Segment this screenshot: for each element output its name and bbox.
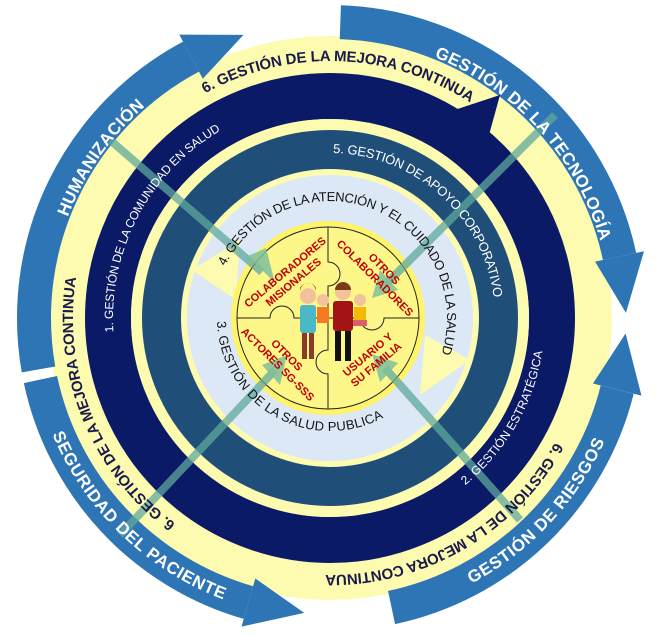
riesgos-band-arrowhead-icon bbox=[592, 333, 642, 396]
steel-blue-ring bbox=[142, 130, 518, 506]
yellow-swirl-left bbox=[192, 240, 240, 300]
diagonal-arrowheads bbox=[248, 248, 398, 385]
navy-ring bbox=[85, 73, 575, 563]
humanizacion-band-arrowhead-icon bbox=[179, 34, 244, 79]
seguridad-band-arrowhead-icon bbox=[241, 578, 305, 627]
arrowhead-bottom-left bbox=[262, 355, 287, 385]
riesgos-band bbox=[387, 385, 634, 625]
tecnologia-band-arrowhead-icon bbox=[595, 251, 644, 313]
family-illustration-icon bbox=[300, 282, 367, 361]
yellow-swirl-right bbox=[420, 335, 470, 395]
arrowhead-top-right bbox=[372, 270, 398, 298]
tecnologia-band bbox=[339, 5, 637, 261]
arrowhead-bottom-right bbox=[372, 354, 398, 382]
diagonal-arrows bbox=[107, 112, 558, 538]
humanizacion-band bbox=[17, 41, 200, 373]
yellow-gap-ring bbox=[131, 119, 529, 517]
navy-ring-arrowhead bbox=[430, 95, 500, 175]
seguridad-band bbox=[23, 375, 254, 619]
arrowhead-top-left bbox=[248, 248, 275, 283]
